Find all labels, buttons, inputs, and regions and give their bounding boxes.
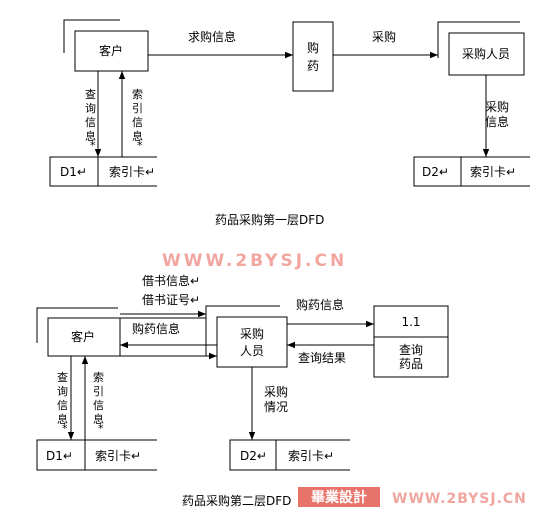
top-flow-request-label: 求购信息 bbox=[188, 29, 236, 44]
watermark-brand-bg bbox=[298, 487, 380, 507]
bottom-flow-drug-info-right: 购药信息 bbox=[296, 297, 344, 312]
bottom-d2-name: 索引卡↵ bbox=[288, 449, 334, 463]
bottom-d1-id: D1↵ bbox=[46, 449, 73, 463]
bottom-flow-drug-info-left: 购药信息 bbox=[132, 321, 180, 336]
svg-text:息: 息 bbox=[93, 412, 104, 426]
top-purchaser-label: 采购人员 bbox=[462, 46, 510, 61]
top-diagram: 客户 购 药 采购人员 求购信息 采购 采购 信息 查 询 信 息 * bbox=[49, 19, 530, 227]
svg-text:*: * bbox=[137, 139, 143, 152]
top-entity-customer: 客户 bbox=[63, 19, 149, 72]
bottom-caption: 药品采购第二层DFD bbox=[182, 493, 291, 508]
bottom-flow-query-result: 查询结果 bbox=[298, 351, 346, 365]
watermark-bottom-url: WWW.2BYSJ.CN bbox=[392, 491, 527, 507]
bottom-flow-index-label: 索 引 信 息 * bbox=[93, 370, 104, 435]
bottom-flow-query-label: 查 询 信 息 * bbox=[57, 370, 68, 435]
svg-text:询: 询 bbox=[85, 102, 96, 115]
svg-text:引: 引 bbox=[93, 384, 104, 398]
svg-text:*: * bbox=[90, 139, 96, 152]
svg-text:信: 信 bbox=[93, 399, 104, 412]
top-process-line1: 购 bbox=[307, 40, 319, 55]
bottom-diagram: 借书信息↵ 借书证号↵ 客户 购药信息 采购 人员 1.1 查询 药品 bbox=[36, 273, 449, 508]
bottom-customer-label: 客户 bbox=[71, 329, 95, 344]
svg-text:引: 引 bbox=[132, 101, 143, 115]
svg-text:信: 信 bbox=[57, 399, 68, 412]
top-datastore-d2: D2↵ 索引卡↵ bbox=[413, 156, 530, 187]
svg-text:查: 查 bbox=[85, 87, 96, 101]
top-flow-purchase-label: 采购 bbox=[372, 29, 396, 44]
top-flow-purchase-info-l1: 采购 bbox=[485, 99, 509, 114]
svg-text:息: 息 bbox=[57, 412, 68, 426]
bottom-d1-name: 索引卡↵ bbox=[95, 449, 141, 463]
svg-text:索: 索 bbox=[132, 87, 143, 101]
bottom-process-line2: 药品 bbox=[399, 357, 423, 371]
bottom-flow-status-l2: 情况 bbox=[264, 400, 288, 414]
bottom-datastore-d1: D1↵ 索引卡↵ bbox=[36, 439, 157, 471]
top-flow-query-label: 查 询 信 息 * bbox=[85, 87, 96, 152]
bottom-entity-customer: 客户 购药信息 bbox=[36, 307, 207, 357]
top-entity-purchaser: 采购人员 bbox=[437, 21, 525, 76]
bottom-entity-purchaser: 采购 人员 bbox=[205, 305, 288, 368]
watermark-brand: 畢業設計 bbox=[311, 489, 367, 506]
svg-text:信: 信 bbox=[132, 116, 143, 129]
bottom-process-line1: 查询 bbox=[399, 343, 423, 357]
bottom-process-query-drug: 1.1 查询 药品 bbox=[373, 305, 449, 378]
top-d2-name: 索引卡↵ bbox=[470, 165, 516, 179]
svg-text:询: 询 bbox=[57, 385, 68, 398]
top-process-line2: 药 bbox=[307, 59, 319, 73]
svg-text:息: 息 bbox=[85, 129, 96, 143]
svg-text:*: * bbox=[62, 422, 68, 435]
bottom-purchaser-line2: 人员 bbox=[240, 344, 264, 358]
top-d1-name: 索引卡↵ bbox=[109, 165, 155, 179]
bottom-d2-id: D2↵ bbox=[240, 449, 267, 463]
top-datastore-d1: D1↵ 索引卡↵ bbox=[49, 156, 157, 187]
bottom-datastore-d2: D2↵ 索引卡↵ bbox=[229, 439, 350, 471]
bottom-purchaser-line1: 采购 bbox=[240, 326, 264, 341]
top-flow-index-label: 索 引 信 息 * bbox=[132, 87, 143, 152]
bottom-flow-borrow-id: 借书证号↵ bbox=[142, 293, 200, 307]
top-process-drug-purchase: 购 药 bbox=[292, 21, 334, 92]
bottom-flow-status-l1: 采购 bbox=[264, 384, 288, 399]
top-d2-id: D2↵ bbox=[422, 165, 449, 179]
top-caption: 药品采购第一层DFD bbox=[215, 212, 324, 227]
svg-text:查: 查 bbox=[57, 370, 68, 384]
top-d1-id: D1↵ bbox=[60, 165, 87, 179]
top-customer-label: 客户 bbox=[99, 43, 123, 58]
top-flow-purchase-info-l2: 信息 bbox=[485, 114, 509, 129]
watermark-url: WWW.2BYSJ.CN bbox=[162, 251, 347, 271]
watermark-badge: 畢業設計 WWW.2BYSJ.CN bbox=[298, 487, 527, 507]
svg-text:信: 信 bbox=[85, 116, 96, 129]
bottom-flow-borrow-info: 借书信息↵ bbox=[142, 273, 200, 288]
bottom-process-id: 1.1 bbox=[401, 315, 420, 329]
svg-text:息: 息 bbox=[132, 129, 143, 143]
svg-text:*: * bbox=[98, 422, 104, 435]
svg-text:索: 索 bbox=[93, 370, 104, 384]
